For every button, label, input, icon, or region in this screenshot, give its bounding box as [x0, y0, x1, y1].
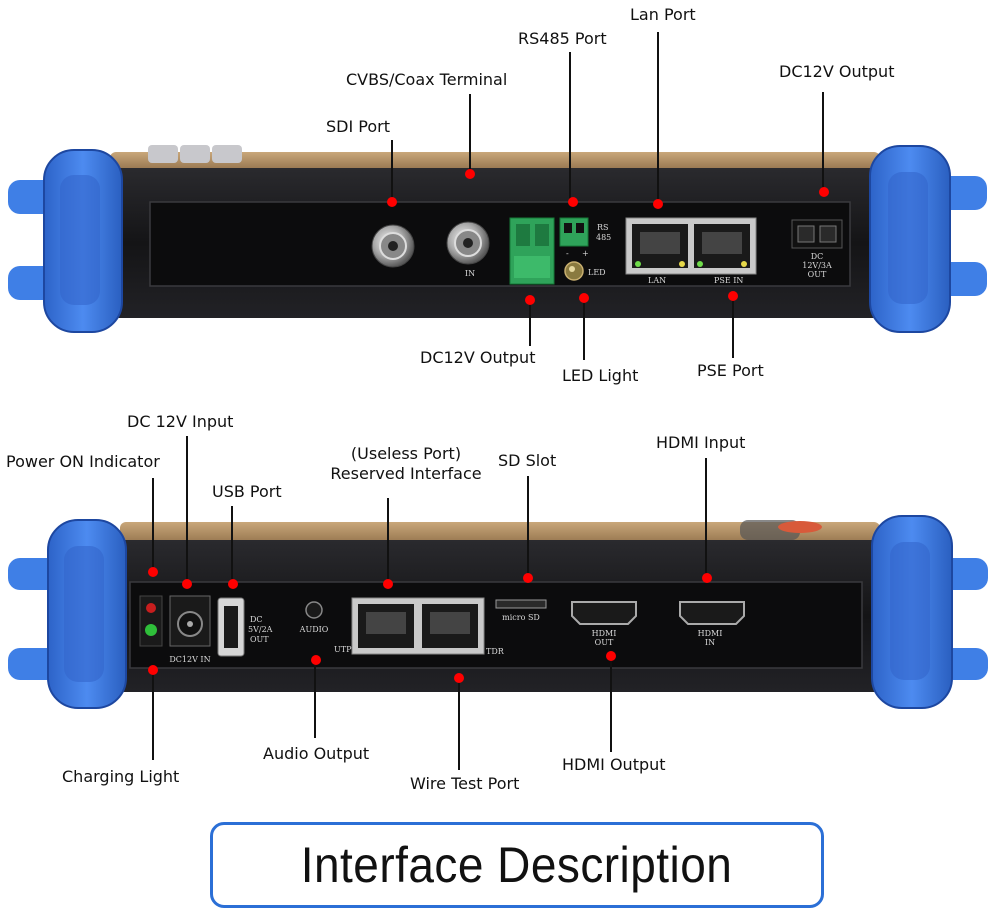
- led-label: LED: [588, 268, 606, 277]
- indicator-leds: [139, 595, 163, 647]
- dc12v-terminal-block: [509, 217, 555, 285]
- callout-usb-port: USB Port: [212, 482, 282, 501]
- bnc-in-label: IN: [465, 269, 475, 278]
- hdmi-in-label-2: IN: [705, 638, 715, 647]
- dc12v-output-jack: DC 12V/3A OUT: [791, 219, 843, 279]
- top-button: [212, 145, 242, 163]
- title-box: Interface Description: [210, 822, 824, 908]
- hdmi-input-port: HDMI IN: [679, 601, 745, 647]
- usb-port: DC 5V/2A OUT: [217, 597, 273, 657]
- callout-sd-slot: SD Slot: [498, 451, 557, 470]
- audio-jack: AUDIO: [299, 601, 329, 634]
- pse-in-label: PSE IN: [714, 276, 743, 285]
- dc12v-input-jack: DC12V IN: [169, 595, 211, 664]
- rs485-minus: -: [566, 249, 569, 258]
- bottom-markers: [148, 567, 712, 683]
- callout-dc12v-input: DC 12V Input: [127, 412, 234, 431]
- hdmi-out-label-2: OUT: [595, 638, 614, 647]
- dc-out-label-2: 12V/3A: [802, 261, 832, 270]
- callout-power-on-indicator: Power ON Indicator: [6, 452, 160, 471]
- hdmi-output-port: HDMI OUT: [571, 601, 637, 647]
- top-device: IN RS 485 - + LED: [8, 145, 987, 333]
- bottom-left-bumper: [8, 519, 127, 709]
- top-leader-lines: [391, 32, 824, 360]
- callout-reserved-line1: (Useless Port): [350, 444, 462, 463]
- callout-hdmi-output: HDMI Output: [562, 755, 666, 774]
- callout-charging-light: Charging Light: [62, 767, 180, 786]
- usb-label-2: 5V/2A: [248, 625, 273, 634]
- callout-dc12v-output-bottom: DC12V Output: [420, 348, 536, 367]
- hdmi-out-label-1: HDMI: [592, 629, 617, 638]
- top-left-bumper: [8, 149, 123, 333]
- bottom-leader-lines: [152, 436, 707, 770]
- callout-lan-port: Lan Port: [630, 5, 696, 24]
- rs485-plus: +: [582, 249, 589, 258]
- lan-label: LAN: [648, 276, 666, 285]
- callout-reserved-line2: Reserved Interface: [330, 464, 482, 483]
- led-light: LED: [564, 261, 606, 281]
- top-button: [180, 145, 210, 163]
- tdr-label: TDR: [486, 647, 505, 656]
- dc12v-in-label: DC12V IN: [169, 655, 210, 664]
- hdmi-in-label-1: HDMI: [698, 629, 723, 638]
- callout-sdi-port: SDI Port: [326, 117, 390, 136]
- rs485-label-1: RS: [597, 223, 609, 232]
- callout-rs485-port: RS485 Port: [518, 29, 607, 48]
- callout-led-light: LED Light: [562, 366, 639, 385]
- top-markers: [387, 169, 829, 305]
- callout-hdmi-input: HDMI Input: [656, 433, 746, 452]
- dc-out-label-1: DC: [811, 252, 824, 261]
- callout-audio-output: Audio Output: [263, 744, 370, 763]
- callout-dc12v-output-right: DC12V Output: [779, 62, 895, 81]
- top-button: [148, 145, 178, 163]
- callout-reserved-interface: (Useless Port) Reserved Interface: [320, 444, 492, 484]
- micro-sd-slot: micro SD: [495, 599, 547, 622]
- page-title: Interface Description: [301, 837, 733, 893]
- sdi-bnc-connector: [371, 224, 415, 268]
- bottom-device: DC12V IN DC 5V/2A OUT AUDIO UTP TDR: [8, 515, 988, 709]
- dc-out-label-3: OUT: [808, 270, 827, 279]
- rs485-terminal: RS 485 - +: [559, 217, 611, 258]
- wire-test-rj45-ports: UTP TDR: [334, 597, 505, 656]
- micro-sd-label: micro SD: [502, 613, 540, 622]
- callout-pse-port: PSE Port: [697, 361, 764, 380]
- rs485-label-2: 485: [596, 233, 611, 242]
- lan-rj45-ports: LAN PSE IN: [625, 217, 757, 285]
- usb-label-1: DC: [250, 615, 263, 624]
- cvbs-bnc-connector: IN: [446, 221, 490, 278]
- audio-label: AUDIO: [299, 625, 329, 634]
- utp-label: UTP: [334, 645, 352, 654]
- callout-wire-test-port: Wire Test Port: [410, 774, 520, 793]
- bottom-port-panel: [129, 581, 863, 669]
- callout-cvbs-coax: CVBS/Coax Terminal: [346, 70, 508, 89]
- usb-label-3: OUT: [250, 635, 269, 644]
- top-right-bumper: [869, 145, 987, 333]
- bottom-right-bumper: [871, 515, 988, 709]
